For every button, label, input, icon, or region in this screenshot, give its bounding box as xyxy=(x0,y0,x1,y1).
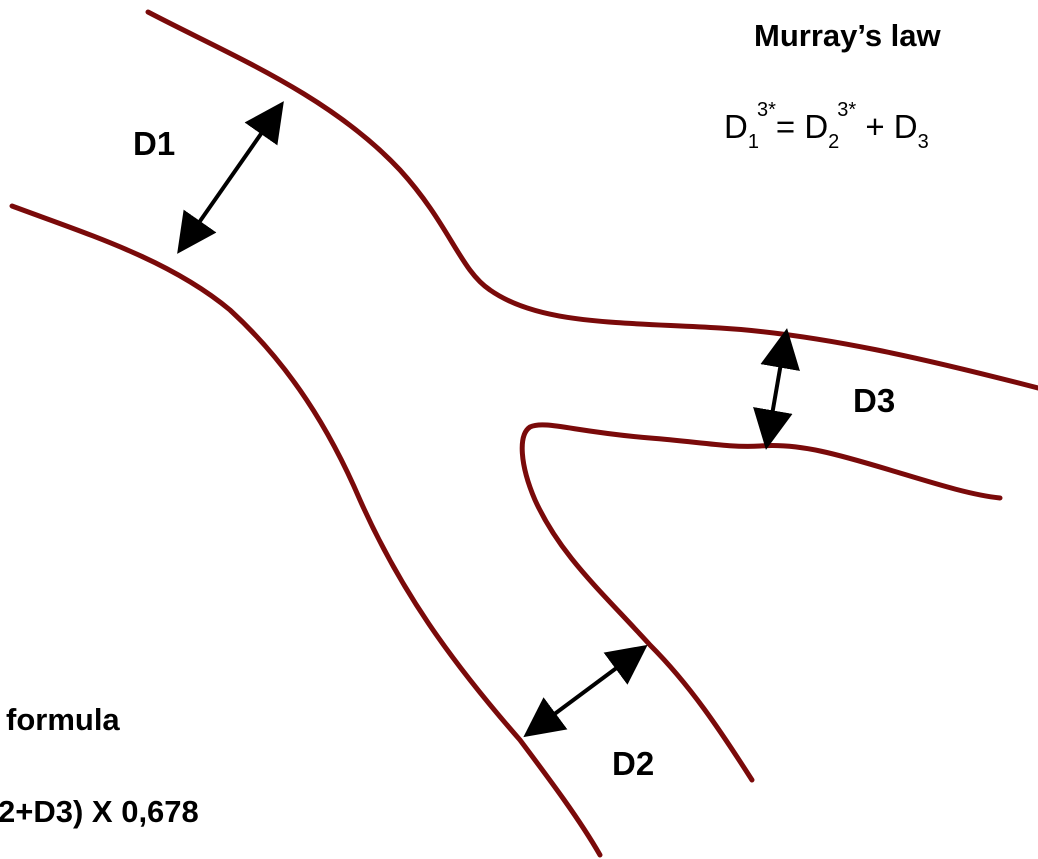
eq-rhs1-sub: 2 xyxy=(828,131,840,153)
d3-arrow xyxy=(753,328,800,450)
d1-label: D1 xyxy=(133,125,176,162)
vessel-wall-inner xyxy=(519,422,1003,783)
eq-lhs-sub: 1 xyxy=(747,131,759,153)
eq-equals: = D xyxy=(775,108,829,145)
formula-text: 2+D3) X 0,678 xyxy=(0,794,199,829)
d1-arrow xyxy=(177,101,284,254)
d2-arrow xyxy=(523,644,648,738)
eq-plus: + D xyxy=(856,108,918,145)
formula-heading: formula xyxy=(6,702,120,737)
eq-lhs-base: D xyxy=(724,108,748,145)
murray-equation: D13*= D23* + D3 xyxy=(724,100,929,152)
eq-rhs1-sup: 3* xyxy=(837,99,857,121)
d3-label: D3 xyxy=(853,382,896,419)
eq-rhs2-sub: 3 xyxy=(917,131,929,153)
vessel-wall-lower xyxy=(9,203,603,858)
vessel-wall-upper xyxy=(145,9,1038,391)
eq-lhs-sup: 3* xyxy=(756,99,776,121)
murray-law-title: Murray’s law xyxy=(754,18,941,53)
d2-label: D2 xyxy=(612,745,655,782)
